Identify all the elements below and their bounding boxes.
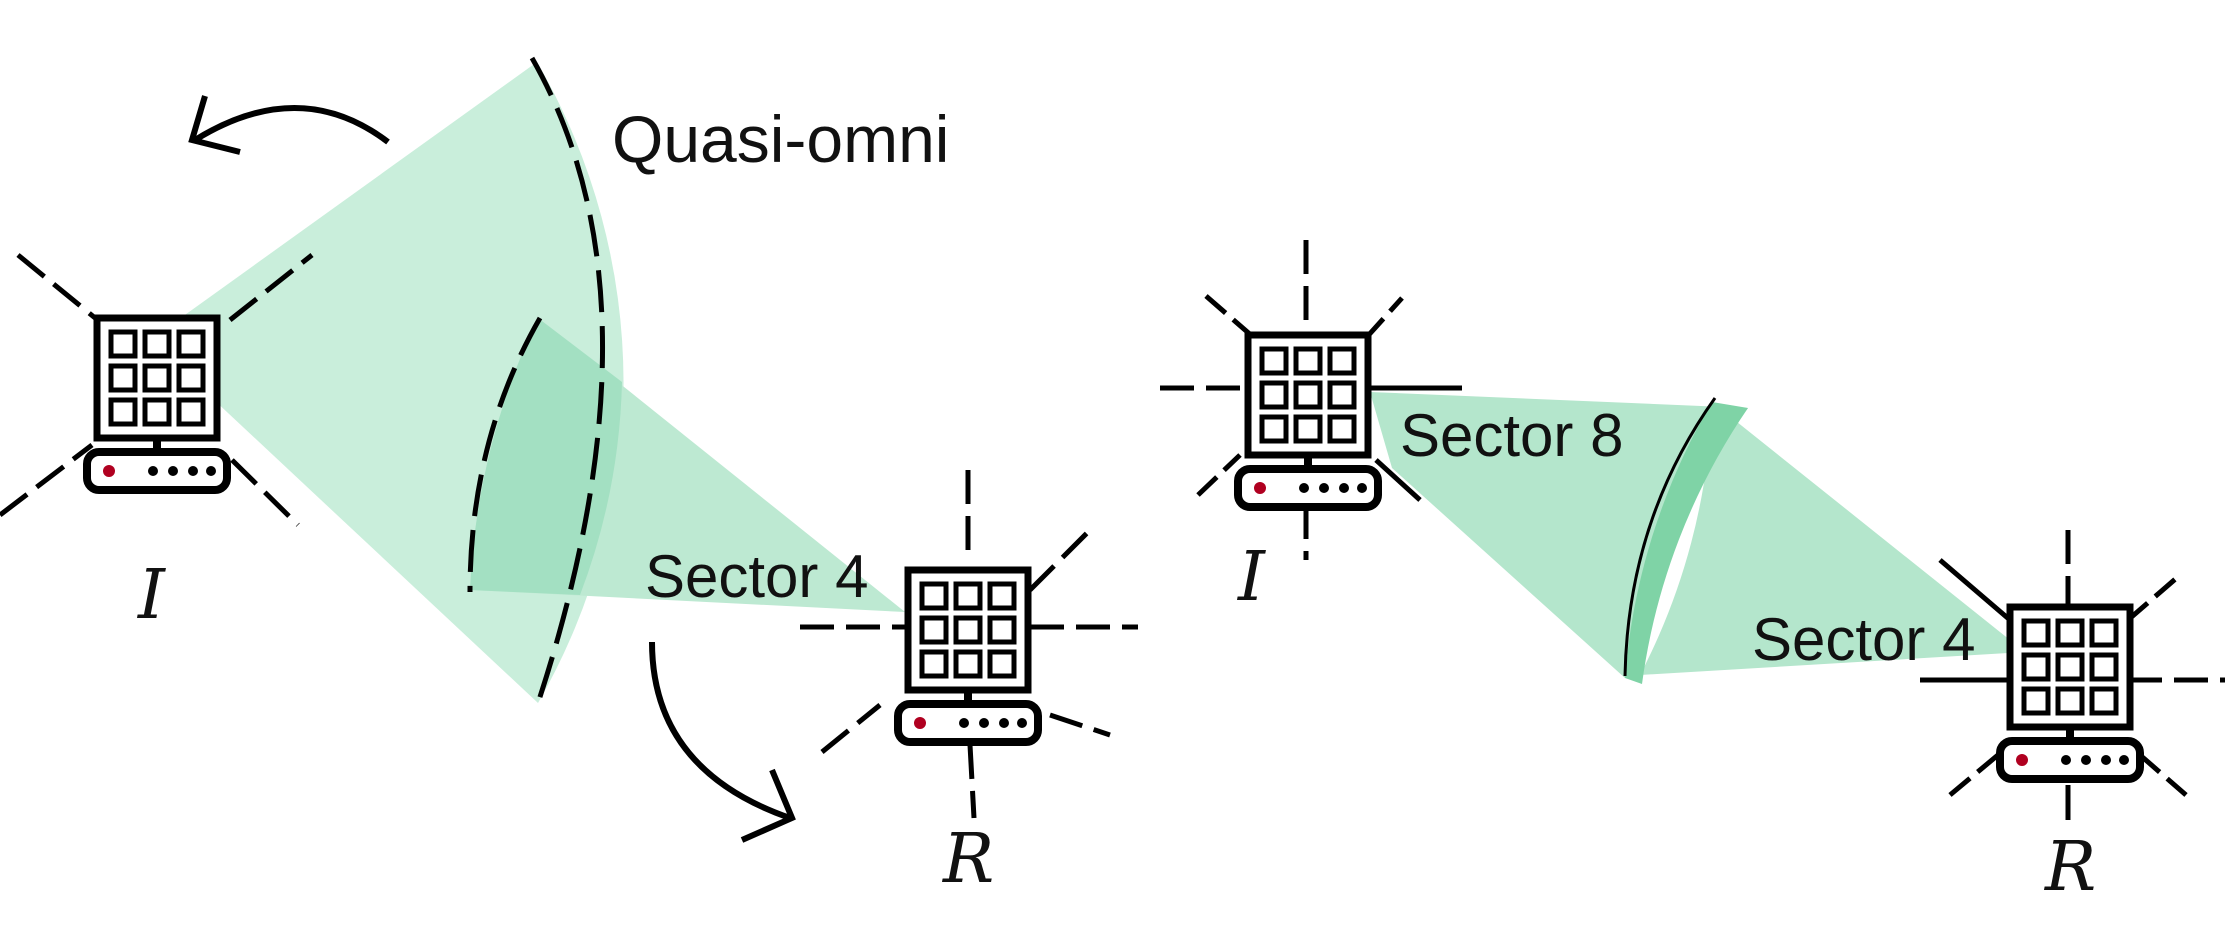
responder-spokes-left [800, 470, 1138, 819]
router-device-responder-right [2000, 607, 2140, 779]
sector-label-right-responder: Sector 4 [1752, 606, 1975, 673]
sector-label-left: Sector 4 [645, 543, 868, 610]
responder-spokes-right [1920, 530, 2225, 820]
curved-arrow-icon [649, 641, 796, 843]
quasi-omni-label: Quasi-omni [612, 102, 949, 176]
router-device-responder-left [898, 570, 1038, 742]
initiator-spokes-left [0, 253, 314, 527]
router-device-initiator-left [87, 318, 227, 490]
sector-arc-right [1623, 397, 1717, 677]
initiator-spokes-right [1160, 240, 1462, 560]
sector-label-right-initiator: Sector 8 [1400, 402, 1623, 469]
responder-label-left: R [941, 820, 994, 899]
quasi-omni-arc [529, 56, 606, 704]
initiator-label-left: I [136, 556, 166, 635]
sector-4-beam-right [1640, 402, 2025, 675]
sector-8-beam [1370, 392, 1748, 678]
beam-overlap-right [1625, 402, 1748, 684]
router-device-initiator-right [1238, 335, 1378, 507]
curved-arrow-icon [188, 95, 390, 155]
responder-label-right: R [2043, 828, 2096, 907]
sector-arc-left [467, 316, 543, 593]
initiator-label-right: I [1236, 538, 1266, 617]
